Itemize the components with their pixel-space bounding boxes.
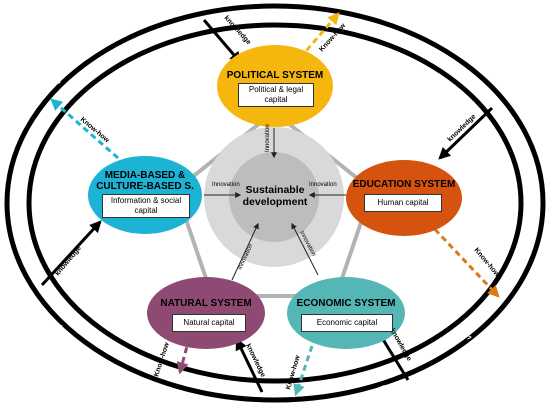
svg-text:>: > (253, 7, 258, 16)
knowhow-arrow-natural (176, 327, 194, 375)
media-capital-line2: capital (134, 206, 158, 215)
media-capital-box: Information & social capital (102, 194, 190, 218)
innovation-label-top: Innovation (265, 124, 271, 152)
svg-text:<: < (140, 378, 145, 387)
natural-system-title: NATURAL SYSTEM (160, 298, 252, 309)
center-label-line1: Sustainable (245, 184, 305, 196)
political-system-title: POLITICAL SYSTEM (226, 70, 324, 81)
svg-text:<: < (58, 323, 63, 332)
center-inner-circle (229, 152, 319, 242)
knowledge-arrow-education (438, 106, 494, 160)
svg-text:<: < (12, 225, 17, 234)
education-capital-box: Human capital (364, 194, 442, 212)
education-system-title: EDUCATION SYSTEM (352, 179, 456, 190)
innovation-arrow-bottom-left (231, 222, 259, 281)
innovation-label-left: Innovation (212, 182, 240, 188)
svg-text:>: > (140, 19, 145, 28)
natural-system-shape (147, 277, 265, 349)
media-capital-line1: Information & social (110, 196, 182, 205)
political-capital-line1: Political & legal (248, 85, 304, 94)
media-system-title-line2: CULTURE-BASED S. (96, 181, 194, 192)
knowledge-arrow-natural (235, 337, 264, 393)
innovation-label-right: Innovation (309, 182, 337, 188)
political-capital-line2: capital (264, 95, 288, 104)
knowhow-arrow-education (426, 220, 500, 298)
svg-text:>: > (16, 158, 21, 167)
natural-capital-box: Natural capital (172, 314, 246, 332)
knowledge-arrow-media (40, 220, 102, 287)
ring-flow-markers: > > > > > < < < < < > > > (12, 7, 530, 400)
knowledge-arrows (40, 19, 494, 393)
center-label-line2: development (242, 196, 308, 208)
outer-ring (4, 3, 546, 403)
svg-text:>: > (467, 333, 472, 342)
innovation-arrows (204, 128, 346, 281)
economic-capital-box: Economic capital (301, 314, 393, 332)
center-label: Sustainable development (234, 184, 316, 208)
svg-text:>: > (520, 143, 525, 152)
inner-ring (26, 22, 524, 384)
svg-text:<: < (290, 391, 295, 400)
svg-text:>: > (525, 225, 530, 234)
media-system-title-line1: MEDIA-BASED & (104, 170, 186, 181)
knowhow-arrows (50, 12, 500, 397)
knowhow-arrow-media (50, 98, 119, 160)
media-system-title: MEDIA-BASED & CULTURE-BASED S. (94, 170, 196, 192)
economic-system-title: ECONOMIC SYSTEM (296, 298, 396, 309)
svg-text:<: < (380, 383, 385, 392)
innovation-arrow-bottom-right (291, 222, 319, 276)
political-capital-box: Political & legal capital (238, 83, 314, 107)
knowhow-arrow-economic (293, 345, 314, 397)
svg-text:>: > (56, 78, 61, 87)
economic-system-shape (287, 277, 405, 349)
svg-text:>: > (448, 39, 453, 48)
knowhow-label-media: Know-how (79, 116, 111, 144)
knowledge-arrow-political (202, 19, 242, 64)
knowledge-label-media: knowledge (54, 245, 83, 277)
